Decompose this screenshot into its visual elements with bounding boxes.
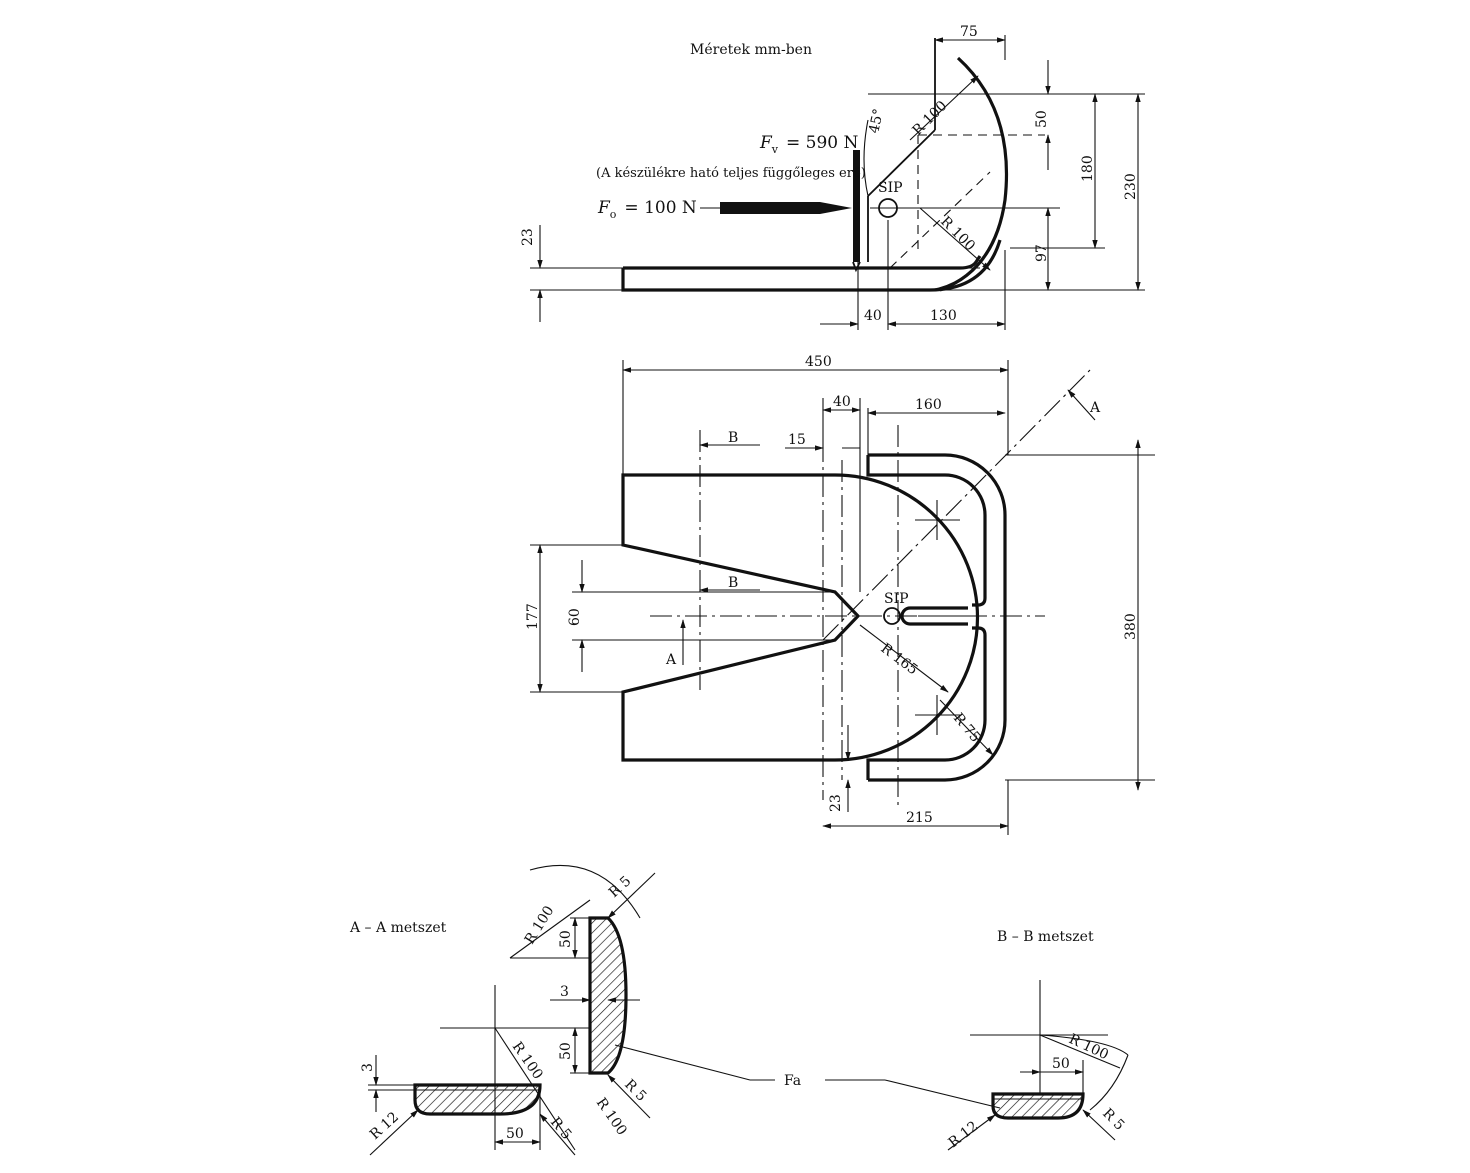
aa-d3-horizontal: 3	[360, 1063, 376, 1072]
dim-97: 97	[1034, 244, 1050, 262]
bb-d50: 50	[1052, 1056, 1070, 1072]
r100-mid: R 100	[937, 214, 978, 255]
bb-hatch	[993, 1094, 1083, 1118]
back-frame-outer	[868, 453, 1007, 782]
section-a-bottom: A	[665, 652, 677, 668]
dim-380: 380	[1123, 613, 1139, 640]
sip-label: SIP	[878, 180, 903, 196]
section-bb-title: B – B metszet	[997, 929, 1094, 945]
bb-outline	[991, 1092, 1085, 1120]
aa-d50-lower: 50	[558, 1042, 574, 1060]
aa-r100-bottom: R 100	[593, 1095, 630, 1138]
aa-d50-upper: 50	[558, 930, 574, 948]
dim-23-plan: 23	[828, 794, 844, 812]
aa-r5-bottom: R 5	[547, 1114, 575, 1143]
plan-sip-label: SIP	[884, 591, 909, 607]
dim-r165: R 165	[878, 640, 921, 678]
aa-horizontal-hatch	[415, 1085, 540, 1114]
dim-130-side: 130	[930, 308, 957, 324]
dim-60: 60	[567, 608, 583, 626]
aa-r100-mid: R 100	[509, 1039, 546, 1082]
aa-r5-mid: R 5	[621, 1077, 649, 1105]
section-aa: A – A metszet R 100 R 100 R 100 R 5 R 5 …	[349, 864, 656, 1156]
dim-75: 75	[960, 24, 978, 40]
fv-note: (A készülékre ható teljes függőleges erő…	[596, 166, 866, 181]
dim-180: 180	[1080, 155, 1096, 182]
dim-23-side: 23	[520, 228, 536, 246]
seat-outline	[621, 473, 980, 762]
fa-label: Fa	[784, 1073, 801, 1089]
section-a-top: A	[1089, 400, 1101, 416]
back-frame-inner	[866, 455, 987, 780]
section-b-top: B	[728, 430, 738, 446]
bb-r12: R 12	[946, 1118, 982, 1151]
sip-marker	[878, 198, 898, 218]
dim-40-side: 40	[864, 308, 882, 324]
fa-callout: Fa	[614, 1044, 1001, 1109]
dim-230: 230	[1123, 173, 1139, 200]
fv-force-bar	[853, 150, 860, 262]
fv-label: Fv= 590 N	[759, 133, 859, 156]
aa-r12: R 12	[367, 1109, 402, 1143]
aa-r100-top: R 100	[522, 903, 558, 947]
dim-50: 50	[1034, 110, 1050, 128]
bb-r100: R 100	[1066, 1031, 1111, 1063]
angle-label: 45°	[866, 107, 887, 135]
aa-vertical-outline	[588, 916, 628, 1075]
aa-d50-horizontal: 50	[506, 1126, 524, 1142]
side-view: SIP Fv= 590 N (A készülékre ható teljes …	[520, 24, 1145, 330]
units-note: Méretek mm-ben	[690, 42, 812, 58]
dim-15: 15	[788, 432, 806, 448]
dim-450: 450	[805, 354, 832, 370]
seat-base	[621, 239, 1002, 292]
aa-vertical-hatch	[590, 918, 626, 1073]
dim-160: 160	[915, 397, 942, 413]
r100-top: R 100	[910, 98, 951, 139]
dim-177: 177	[525, 603, 541, 630]
dim-40-plan: 40	[833, 394, 851, 410]
dim-215: 215	[906, 810, 933, 826]
section-aa-title: A – A metszet	[349, 920, 447, 936]
aa-horizontal-outline	[413, 1083, 542, 1116]
fo-force-arrow	[720, 202, 852, 214]
aa-d3-vertical: 3	[560, 984, 569, 1000]
fo-label: Fo= 100 N	[597, 198, 697, 221]
section-bb: B – B metszet R 100 50 R 5 R 12	[946, 929, 1129, 1151]
plan-view: SIP A A B B R 165 R 75 450	[525, 354, 1155, 835]
section-b-mid: B	[728, 575, 738, 591]
back-outline	[939, 56, 1009, 292]
